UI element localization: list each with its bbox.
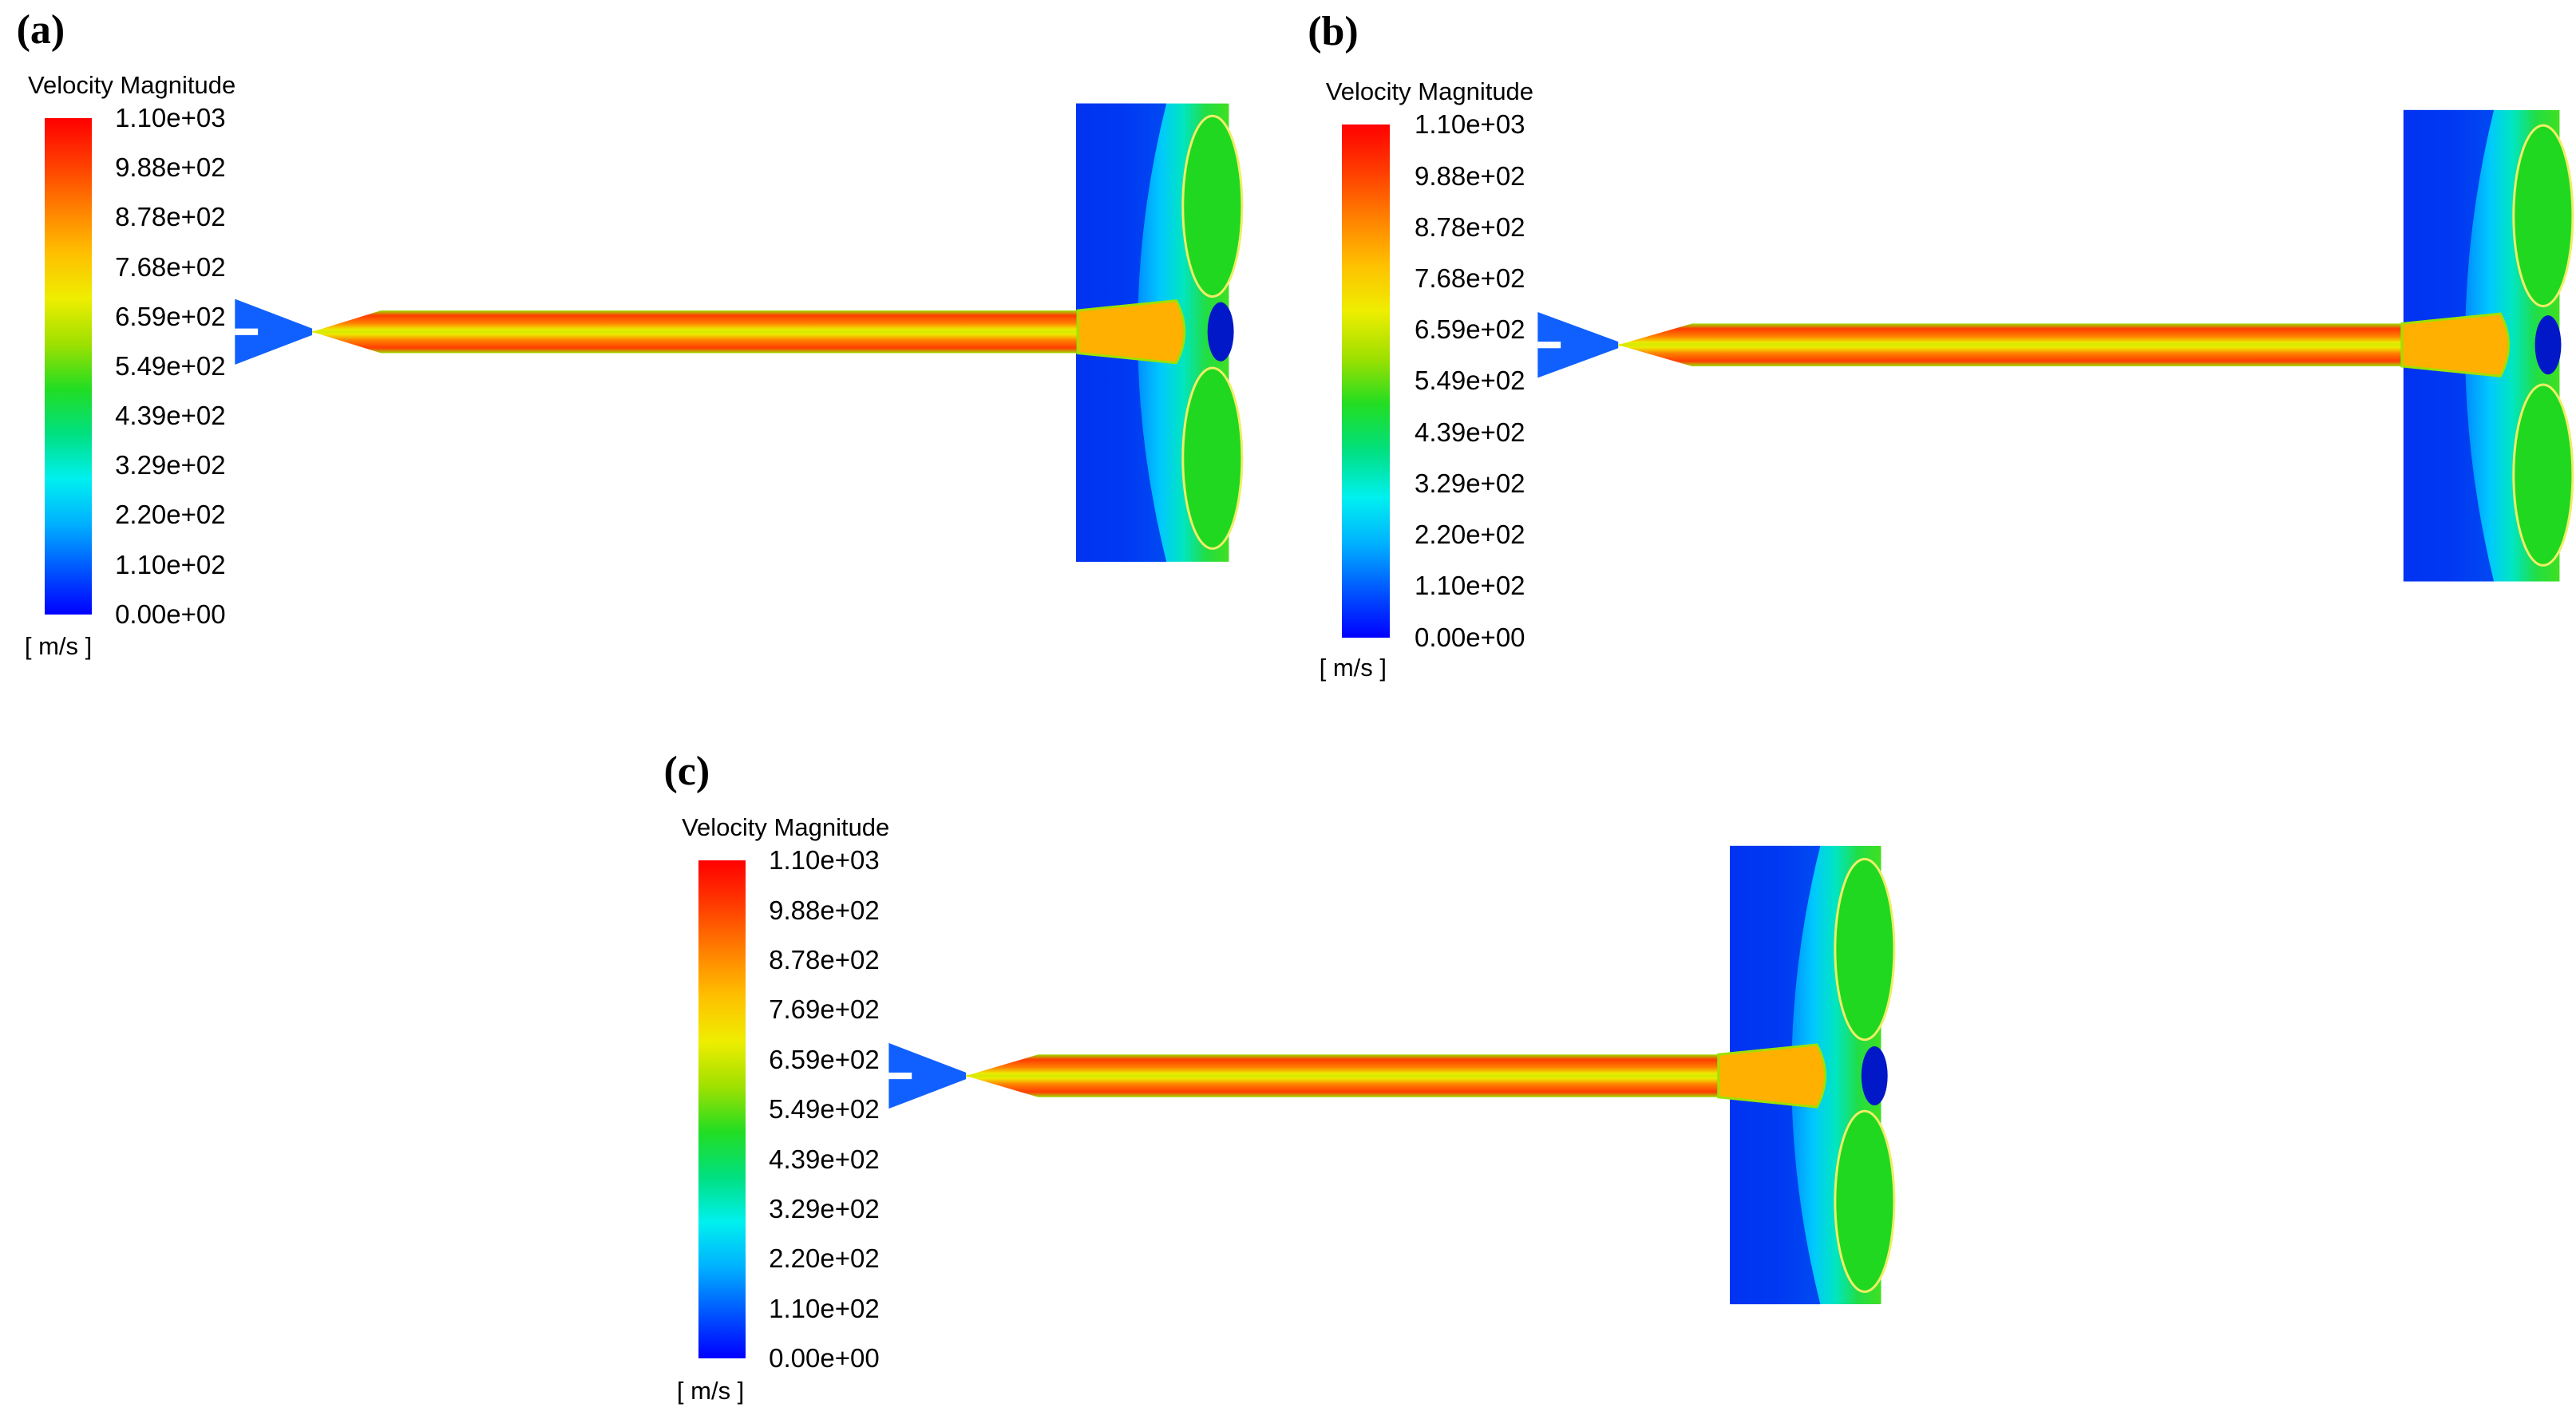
tick-label: 2.20e+02 bbox=[115, 500, 226, 530]
tick-label: 1.10e+03 bbox=[1414, 109, 1525, 140]
tick-label: 7.68e+02 bbox=[115, 251, 226, 282]
unit-label: [ m/s ] bbox=[676, 1376, 745, 1405]
colorbar bbox=[1342, 125, 1391, 638]
tick-label: 0.00e+00 bbox=[115, 599, 226, 629]
colorbar bbox=[44, 118, 93, 615]
jet-impingement bbox=[1717, 1043, 1826, 1109]
unit-label: [ m/s ] bbox=[24, 632, 93, 661]
tick-label: 1.10e+02 bbox=[115, 549, 226, 579]
panel-label: (c) bbox=[663, 748, 710, 794]
tick-label: 6.59e+02 bbox=[769, 1044, 880, 1074]
tick-label: 8.78e+02 bbox=[769, 945, 880, 975]
nozzle-inlet bbox=[235, 298, 313, 365]
tick-label: 5.49e+02 bbox=[1414, 366, 1525, 396]
tick-label: 6.59e+02 bbox=[1414, 314, 1525, 345]
tick-label: 4.39e+02 bbox=[115, 401, 226, 431]
jet-impingement bbox=[1076, 299, 1186, 365]
tick-label: 3.29e+02 bbox=[769, 1193, 880, 1223]
tick-label: 1.10e+03 bbox=[115, 103, 226, 133]
legend-title: Velocity Magnitude bbox=[1325, 77, 1534, 105]
nozzle-inlet bbox=[888, 1042, 967, 1109]
vortex-contour bbox=[1834, 857, 1896, 1042]
unit-label: [ m/s ] bbox=[1319, 654, 1387, 682]
legend-title: Velocity Magnitude bbox=[682, 812, 890, 841]
tick-label: 0.00e+00 bbox=[769, 1342, 880, 1373]
tick-label: 7.69e+02 bbox=[769, 994, 880, 1025]
vortex-contour bbox=[2512, 383, 2574, 567]
tick-label: 9.88e+02 bbox=[769, 895, 880, 925]
tick-label: 4.39e+02 bbox=[769, 1144, 880, 1174]
tick-label: 5.49e+02 bbox=[769, 1094, 880, 1125]
tick-label: 8.78e+02 bbox=[1414, 211, 1525, 242]
stagnation-spot bbox=[1207, 302, 1234, 362]
tick-label: 1.10e+03 bbox=[769, 845, 880, 876]
tick-label: 9.88e+02 bbox=[115, 152, 226, 183]
tick-label: 2.20e+02 bbox=[769, 1243, 880, 1274]
tick-label: 6.59e+02 bbox=[115, 301, 226, 331]
tick-label: 3.29e+02 bbox=[1414, 468, 1525, 498]
inlet-marker bbox=[1537, 342, 1561, 349]
vortex-contour bbox=[1834, 1109, 1896, 1294]
tick-label: 8.78e+02 bbox=[115, 202, 226, 232]
panel-label: (b) bbox=[1308, 9, 1359, 55]
tick-label: 3.29e+02 bbox=[115, 450, 226, 480]
colorbar bbox=[698, 860, 746, 1358]
panel-label: (a) bbox=[16, 7, 65, 53]
vortex-contour bbox=[2512, 124, 2574, 308]
vortex-contour bbox=[1181, 114, 1244, 298]
tick-label: 1.10e+02 bbox=[1414, 571, 1525, 601]
inlet-marker bbox=[235, 328, 259, 335]
jet-impingement bbox=[2400, 312, 2511, 378]
tick-label: 7.68e+02 bbox=[1414, 263, 1525, 294]
legend-title: Velocity Magnitude bbox=[27, 70, 236, 99]
nozzle-inlet bbox=[1537, 312, 1619, 378]
tick-label: 5.49e+02 bbox=[115, 350, 226, 381]
tick-label: 2.20e+02 bbox=[1414, 520, 1525, 550]
tick-label: 0.00e+00 bbox=[1414, 622, 1525, 652]
inlet-marker bbox=[888, 1072, 912, 1080]
tick-label: 4.39e+02 bbox=[1414, 417, 1525, 447]
tick-label: 1.10e+02 bbox=[769, 1293, 880, 1323]
stagnation-spot bbox=[2534, 315, 2562, 375]
vortex-contour bbox=[1181, 366, 1244, 550]
stagnation-spot bbox=[1861, 1046, 1888, 1106]
tick-label: 9.88e+02 bbox=[1414, 160, 1525, 191]
